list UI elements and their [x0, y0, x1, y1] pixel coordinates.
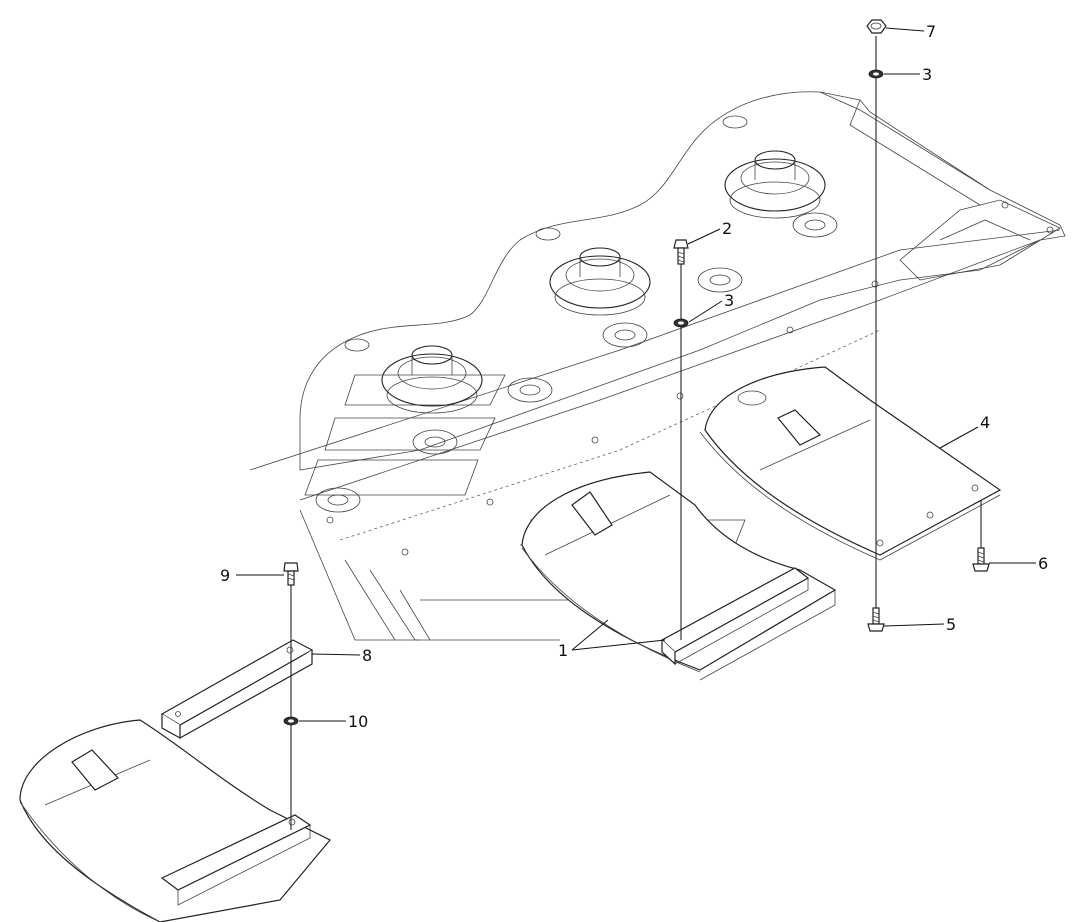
callout-label-1: 1 [558, 641, 568, 660]
callout-label-3-middle: 3 [724, 291, 734, 310]
skid-plate-middle [521, 471, 837, 681]
callout-label-8: 8 [362, 646, 372, 665]
idler-gears [315, 212, 838, 513]
wear-strip [160, 639, 314, 740]
disc-hub-left [381, 345, 483, 414]
callout-label-2: 2 [722, 219, 732, 238]
callout-label-3-top: 3 [922, 65, 932, 84]
callout-labels: 7 3 2 3 4 6 5 1 8 9 10 [220, 22, 1048, 731]
disc-hub-right [724, 150, 826, 219]
callout-label-6: 6 [1038, 554, 1048, 573]
skid-plate-right [699, 366, 1002, 561]
callout-label-9: 9 [220, 566, 230, 585]
skid-plate-left [19, 719, 331, 922]
bolt-icon [867, 607, 885, 632]
disc-hub-middle [549, 247, 651, 316]
bolt-icon [673, 239, 689, 265]
callout-label-4: 4 [980, 413, 990, 432]
washer-icon [673, 318, 689, 328]
callout-label-5: 5 [946, 615, 956, 634]
washer-icon [283, 716, 299, 726]
callout-label-10: 10 [348, 712, 368, 731]
nut-icon [866, 19, 887, 34]
bolt-icon [972, 547, 990, 572]
callout-label-7: 7 [926, 22, 936, 41]
ghost-plates [299, 374, 746, 641]
bolt-icon [283, 562, 299, 586]
leader-lines [236, 27, 1036, 722]
washer-icon [868, 69, 884, 79]
